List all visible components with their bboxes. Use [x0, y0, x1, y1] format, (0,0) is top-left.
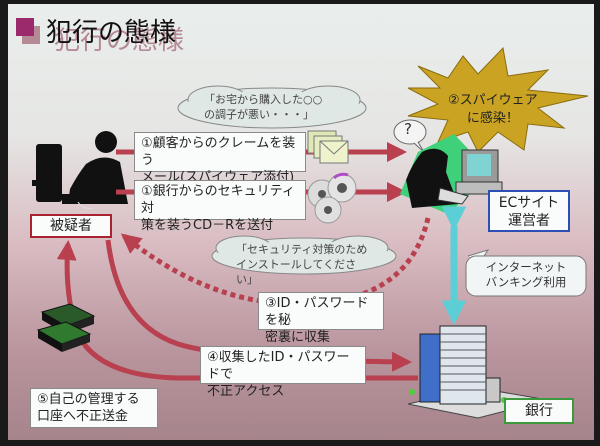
ec-operator-line1: ECサイト	[498, 195, 560, 211]
step1a-line1: ①顧客からのクレームを装う	[141, 136, 296, 168]
step5-line1: ⑤自己の管理する	[37, 392, 140, 407]
ec-operator-line2: 運営者	[508, 213, 550, 229]
page-title: 犯行の態様	[46, 18, 177, 48]
infection-burst	[407, 46, 589, 153]
step4-line2: 不正アクセス	[207, 384, 285, 399]
title-shadow: 犯行の態様	[54, 26, 185, 56]
complaint-cloud	[177, 85, 367, 129]
step3-dotted-arrow	[120, 217, 431, 307]
step2-line1: ②スパイウェア	[448, 93, 538, 108]
cd-icon	[307, 172, 357, 224]
step1b-line1: ①銀行からのセキュリティ対	[141, 184, 295, 216]
security-callout-line2: インストールしてくださ	[236, 258, 357, 271]
internet-banking-callout: インターネット バンキング利用	[468, 260, 584, 290]
step2-text: ②スパイウェア に感染！	[448, 92, 538, 128]
internet-callout-bubble	[465, 249, 587, 297]
step2-line2: に感染！	[466, 111, 519, 126]
complaint-callout-line1: 「お宅から購入した○○	[204, 93, 323, 106]
money-stack-icon	[36, 303, 96, 352]
internet-banking-line2: バンキング利用	[485, 275, 567, 289]
question-mark: ?	[404, 120, 412, 138]
step3-box: ③ID・パスワードを秘 密裏に収集	[258, 292, 384, 345]
bank-label: 銀行	[504, 398, 574, 424]
step1b-box: ①銀行からのセキュリティ対 策を装うCD－Rを送付	[134, 180, 306, 233]
step3-line2: 密裏に収集	[265, 330, 331, 345]
step4-box: ④収集したID・パスワードで 不正アクセス	[200, 346, 366, 399]
suspect-figure-icon	[32, 131, 128, 209]
security-cloud	[211, 235, 397, 275]
complaint-callout-line2: の調子が悪い・・・」	[204, 108, 314, 121]
suspect-label: 被疑者	[30, 214, 112, 238]
security-callout-line3: い」	[236, 273, 258, 286]
security-callout: 「セキュリティ対策のため インストールしてくださ い」	[236, 242, 367, 287]
slide: 犯行の態様 犯行の態様 「お宅から購入した○○ の調子が悪い・・・」 ? ①顧客…	[8, 4, 594, 440]
ec-operator-label: ECサイト 運営者	[488, 190, 570, 232]
step5-line2: 口座へ不正送金	[37, 409, 129, 424]
step5-box: ⑤自己の管理する 口座へ不正送金	[30, 388, 158, 428]
step3-line1: ③ID・パスワードを秘	[265, 296, 369, 328]
complaint-callout: 「お宅から購入した○○ の調子が悪い・・・」	[204, 92, 322, 122]
question-bubble	[393, 119, 427, 153]
bank-building-icon	[407, 325, 549, 419]
internet-banking-line1: インターネット	[485, 260, 567, 274]
security-callout-line1: 「セキュリティ対策のため	[236, 243, 368, 256]
step1b-line2: 策を装うCD－Rを送付	[141, 218, 274, 233]
ec-operator-figure-icon	[400, 134, 503, 214]
step1a-box: ①顧客からのクレームを装う メール(スパイウェア添付)	[134, 132, 306, 185]
step4-line1: ④収集したID・パスワードで	[207, 350, 350, 382]
title-bullet	[16, 18, 34, 36]
envelope-icon	[307, 130, 349, 164]
